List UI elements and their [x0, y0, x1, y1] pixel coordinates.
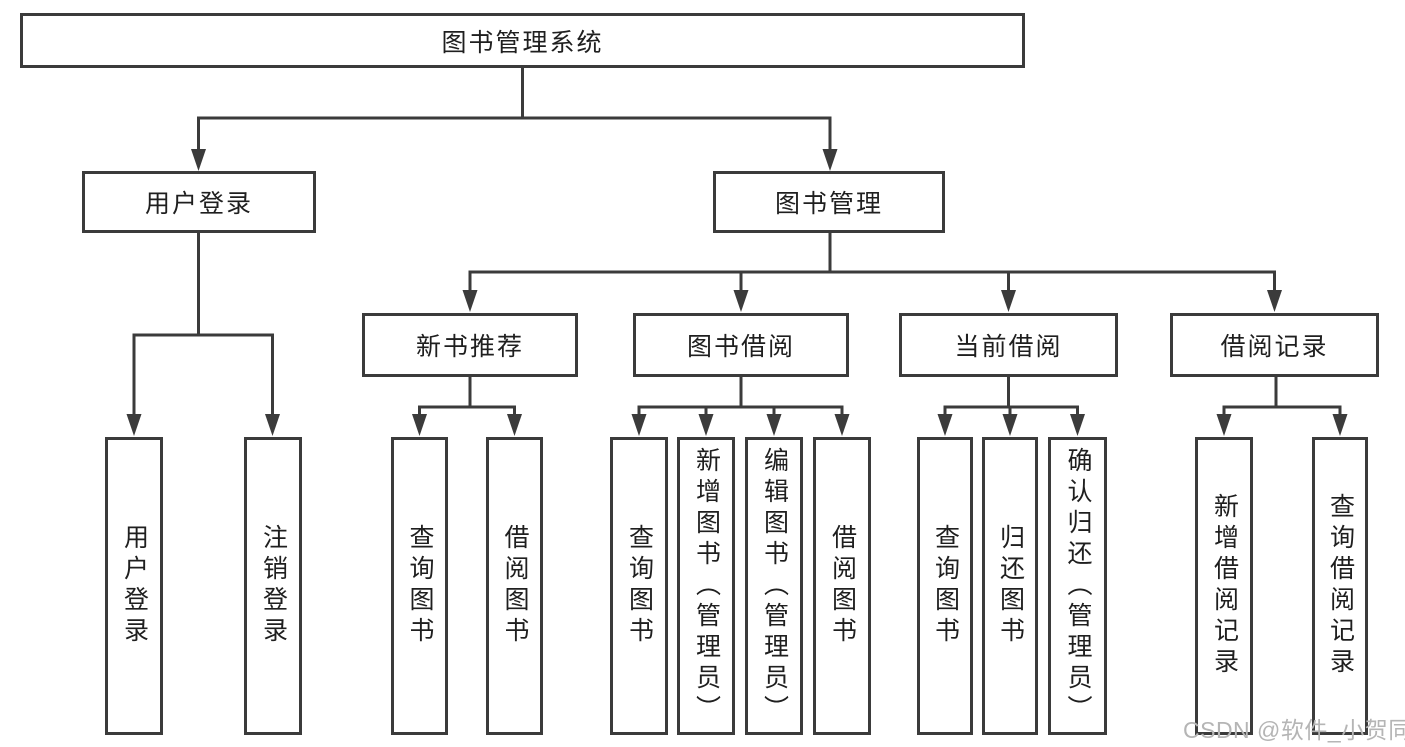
- leaf-return-book: 归还图书: [982, 437, 1038, 735]
- connector-borrow-records: [1222, 377, 1342, 416]
- leaf-query-books-recommend-label: 查询图书: [406, 524, 434, 648]
- arrowhead: [191, 149, 206, 171]
- connector-current-borrow: [943, 377, 1079, 416]
- node-new-book-recommend: 新书推荐: [362, 313, 578, 377]
- node-user-login-label: 用户登录: [144, 190, 253, 218]
- leaf-user-login: 用户登录: [105, 437, 163, 735]
- arrowhead: [126, 414, 142, 436]
- leaf-add-borrow-record: 新增借阅记录: [1195, 437, 1253, 735]
- leaf-confirm-return-admin-label: 确认归还（管理员）: [1064, 446, 1092, 726]
- arrowhead: [733, 290, 749, 312]
- leaf-confirm-return-admin: 确认归还（管理员）: [1048, 437, 1107, 735]
- leaf-add-book-admin-label: 新增图书（管理员）: [692, 446, 721, 726]
- arrowhead: [265, 414, 280, 436]
- leaf-logout: 注销登录: [244, 437, 302, 735]
- node-borrow-records-label: 借阅记录: [1220, 333, 1329, 361]
- node-new-book-recommend-label: 新书推荐: [415, 333, 524, 361]
- node-book-management: 图书管理: [713, 171, 945, 233]
- node-root-label: 图书管理系统: [441, 28, 604, 57]
- node-book-borrow-label: 图书借阅: [686, 333, 795, 361]
- leaf-add-book-admin: 新增图书（管理员）: [677, 437, 735, 735]
- connector-user-login: [132, 233, 274, 416]
- arrowhead: [937, 414, 953, 436]
- csdn-watermark: CSDN @软件_小贺同学: [1183, 717, 1405, 743]
- leaf-query-books-current: 查询图书: [917, 437, 973, 735]
- arrowhead: [822, 149, 838, 171]
- arrowhead: [1267, 290, 1282, 312]
- leaf-user-login-label: 用户登录: [120, 524, 149, 648]
- node-book-management-label: 图书管理: [774, 190, 883, 218]
- leaf-query-borrow-record: 查询借阅记录: [1312, 437, 1368, 735]
- arrowhead: [698, 414, 714, 436]
- leaf-query-books-borrow: 查询图书: [610, 437, 668, 735]
- arrowhead: [766, 414, 782, 436]
- connector-book-management: [468, 233, 1276, 292]
- leaf-query-borrow-record-label: 查询借阅记录: [1326, 493, 1355, 679]
- arrowhead: [1332, 414, 1348, 436]
- leaf-query-books-current-label: 查询图书: [931, 524, 960, 648]
- leaf-return-book-label: 归还图书: [996, 524, 1025, 648]
- leaf-borrow-books-recommend: 借阅图书: [486, 437, 543, 735]
- leaf-edit-book-admin-label: 编辑图书（管理员）: [760, 446, 789, 726]
- arrowhead: [507, 414, 522, 436]
- arrowhead: [1070, 414, 1085, 436]
- arrowhead: [631, 414, 647, 436]
- node-root: 图书管理系统: [20, 13, 1025, 68]
- node-current-borrow: 当前借阅: [899, 313, 1118, 377]
- connector-book-borrow: [637, 377, 844, 416]
- leaf-query-books-recommend: 查询图书: [391, 437, 448, 735]
- leaf-borrow-books: 借阅图书: [813, 437, 871, 735]
- node-borrow-records: 借阅记录: [1170, 313, 1379, 377]
- arrowhead: [412, 414, 427, 436]
- leaf-logout-label: 注销登录: [259, 524, 288, 648]
- leaf-borrow-books-recommend-label: 借阅图书: [501, 524, 529, 648]
- arrowhead: [1001, 290, 1016, 312]
- arrowhead: [462, 290, 478, 312]
- leaf-add-borrow-record-label: 新增借阅记录: [1210, 493, 1239, 679]
- connector-root: [197, 68, 832, 151]
- arrowhead: [834, 414, 850, 436]
- leaf-edit-book-admin: 编辑图书（管理员）: [745, 437, 803, 735]
- leaf-query-books-borrow-label: 查询图书: [625, 524, 654, 648]
- node-book-borrow: 图书借阅: [633, 313, 849, 377]
- arrowhead: [1216, 414, 1232, 436]
- arrowhead: [1002, 414, 1018, 436]
- connector-new-book: [418, 377, 516, 416]
- node-user-login: 用户登录: [82, 171, 316, 233]
- node-current-borrow-label: 当前借阅: [954, 333, 1063, 361]
- leaf-borrow-books-label: 借阅图书: [828, 524, 857, 648]
